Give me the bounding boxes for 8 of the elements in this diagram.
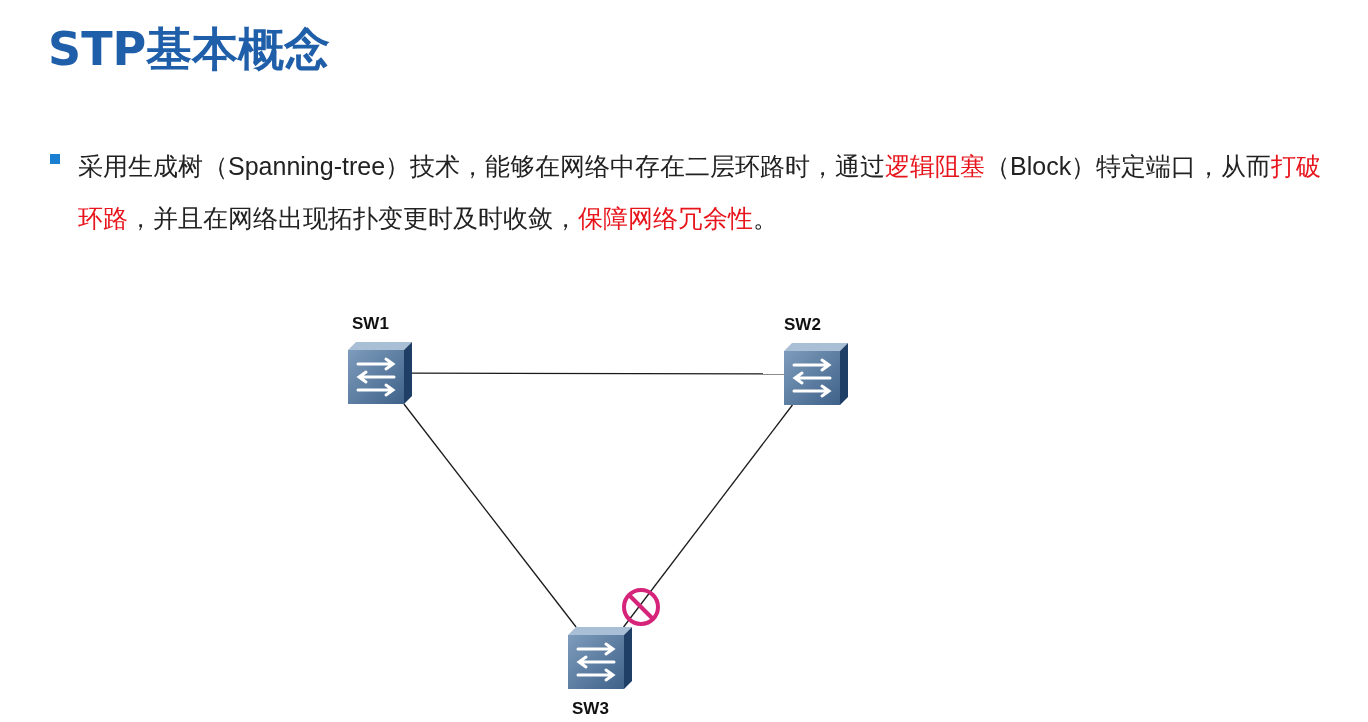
network-link xyxy=(622,404,794,628)
switch-label: SW1 xyxy=(352,314,389,334)
switch-label: SW3 xyxy=(572,699,609,719)
network-link xyxy=(411,372,785,375)
switch-label: SW2 xyxy=(784,315,821,335)
slide-title: STP基本概念 xyxy=(48,26,331,72)
body-paragraph: 采用生成树（Spanning-tree）技术，能够在网络中存在二层环路时，通过逻辑阻塞（Block）特定端口，从而打破环路，并且在网络出现拓扑变更时及时收敛，保障网络冗余性。 xyxy=(78,151,1323,234)
network-link xyxy=(403,403,577,628)
